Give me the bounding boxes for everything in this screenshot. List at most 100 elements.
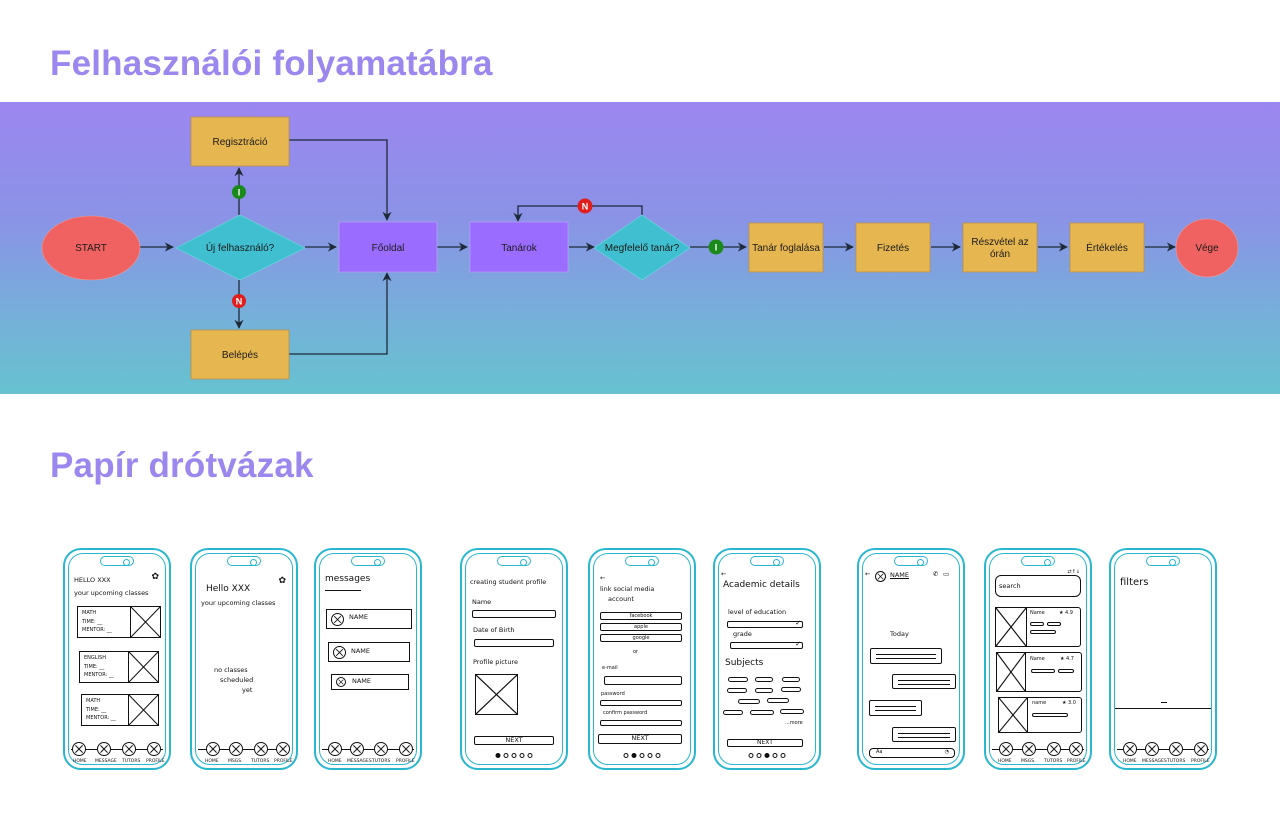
node-suitable-teacher-decision[interactable]: Megfelelő tanár? [593,214,691,281]
subject-chip[interactable] [782,677,800,682]
contact-row[interactable]: NAME [331,674,409,690]
filter-sort-icon[interactable]: ⇄↑↓ [1067,569,1080,575]
subject-chip[interactable] [755,688,773,693]
back-arrow-icon[interactable]: ← [600,574,606,582]
nav-label: HOME [205,759,219,764]
password-input[interactable] [600,700,682,706]
wireframe-academic-details[interactable]: ← Academic details level of education gr… [713,548,821,770]
google-button[interactable]: google [600,634,682,642]
node-start[interactable]: START [41,215,141,281]
node-home[interactable]: Főoldal [338,221,438,273]
class-card[interactable]: ENGLISH TIME: __ MENTOR: __ [79,651,159,683]
next-button[interactable]: NEXT [727,739,803,747]
nav-tutors-icon[interactable] [122,742,136,756]
subject-chip[interactable] [750,710,774,715]
nav-home-icon[interactable] [999,742,1013,756]
node-payment[interactable]: Fizetés [855,222,931,273]
messages-title: messages [325,574,371,584]
tutor-card[interactable]: name ★ 3.0 [998,697,1082,733]
gear-icon[interactable]: ✿ [278,576,286,586]
sheet-handle[interactable] [1161,702,1167,703]
star-icon: ★ [1059,610,1064,616]
contact-row[interactable]: NAME [326,609,412,629]
node-teachers[interactable]: Tanárok [469,221,569,273]
facebook-button[interactable]: facebook [600,612,682,620]
node-end[interactable]: Vége [1175,218,1239,278]
confirm-password-input[interactable] [600,720,682,726]
subject-chip[interactable] [738,699,760,704]
nav-tutors-icon[interactable] [374,742,388,756]
tutor-card[interactable]: Name ★ 4.9 [995,607,1081,647]
nav-profile-icon[interactable] [399,742,413,756]
nav-profile-icon[interactable] [276,742,290,756]
nav-home-icon[interactable] [1123,742,1137,756]
wireframe-filters[interactable]: filters HOME MESSAGES TUTORS PROFILE [1109,548,1217,770]
nav-tutors-icon[interactable] [1169,742,1183,756]
grade-select[interactable] [730,640,803,649]
message-input[interactable]: Aa ◔ [869,748,955,758]
contact-row[interactable]: NAME [328,642,410,662]
video-call-icon[interactable]: ▭ [943,570,950,578]
email-input[interactable] [604,676,682,685]
name-input[interactable] [472,610,556,618]
nav-profile-icon[interactable] [1069,742,1083,756]
node-new-user-decision[interactable]: Új felhasználó? [175,214,306,281]
nav-tutors-icon[interactable] [254,742,268,756]
education-select[interactable] [727,619,803,628]
upcoming-classes-heading: your upcoming classes [74,589,149,597]
phone-call-icon[interactable]: ✆ [933,570,939,578]
class-card[interactable]: MATH TIME: __ MENTOR: __ [81,694,159,726]
apple-button[interactable]: apple [600,623,682,631]
next-button[interactable]: NEXT [598,734,682,744]
avatar-icon [333,646,346,659]
subject-chip[interactable] [780,709,804,714]
class-card[interactable]: MATH TIME: __ MENTOR: __ [77,606,161,638]
profile-picture-placeholder-icon[interactable] [475,674,518,715]
subject-chip[interactable] [767,698,789,703]
nav-messages-icon[interactable] [97,742,111,756]
tutor-card[interactable]: Name ★ 4.7 [996,652,1082,692]
wireframe-messages[interactable]: messages NAME NAME NAME HOME MESSAGES TU… [314,548,422,770]
nav-label: TUTORS [251,759,270,764]
wireframe-home-with-classes[interactable]: HELLO XXX ✿ your upcoming classes MATH T… [63,548,171,770]
nav-messages-icon[interactable] [1145,742,1159,756]
node-attend-class[interactable]: Részvétel az órán [962,222,1038,273]
wireframe-student-profile[interactable]: creating student profile Name Date of Bi… [460,548,568,770]
upcoming-classes-heading: your upcoming classes [201,599,276,607]
nav-label: PROFILE [146,759,165,764]
nav-home-icon[interactable] [328,742,342,756]
next-button[interactable]: NEXT [474,736,554,745]
avatar-icon [336,677,346,687]
subject-chip[interactable] [755,677,773,682]
node-book-teacher-label: Tanár foglalása [752,243,820,254]
back-arrow-icon[interactable]: ← [865,570,871,578]
nav-messages-icon[interactable] [350,742,364,756]
nav-tutors-icon[interactable] [1047,742,1061,756]
gear-icon[interactable]: ✿ [151,572,159,582]
back-arrow-icon[interactable]: ← [721,570,727,578]
nav-profile-icon[interactable] [1194,742,1208,756]
subject-chip[interactable] [727,688,747,693]
wireframe-home-empty[interactable]: Hello XXX ✿ your upcoming classes no cla… [190,548,298,770]
dob-input[interactable] [474,639,554,647]
nav-messages-icon[interactable] [1022,742,1036,756]
subject-chip[interactable] [723,710,743,715]
more-subjects-link[interactable]: ...more [785,720,803,726]
nav-messages-icon[interactable] [229,742,243,756]
education-label: level of education [728,608,787,616]
nav-home-icon[interactable] [206,742,220,756]
wireframe-link-social[interactable]: ← link social media account facebook app… [588,548,696,770]
node-book-teacher[interactable]: Tanár foglalása [748,222,824,273]
nav-home-icon[interactable] [72,742,86,756]
wireframe-chat[interactable]: ← NAME ✆ ▭ Today Aa ◔ [857,548,965,770]
subject-chip[interactable] [781,687,801,692]
send-icon[interactable]: ◔ [944,749,949,755]
wireframe-tutors-search[interactable]: ⇄↑↓ search Name ★ 4.9 Name ★ 4.7 name ★ … [984,548,1092,770]
svg-text:N: N [582,202,589,212]
node-rating[interactable]: Értékelés [1069,222,1145,273]
node-login[interactable]: Belépés [190,329,290,380]
search-input[interactable]: search [995,575,1081,597]
node-registration[interactable]: Regisztráció [190,116,290,167]
subject-chip[interactable] [728,677,748,682]
nav-profile-icon[interactable] [147,742,161,756]
